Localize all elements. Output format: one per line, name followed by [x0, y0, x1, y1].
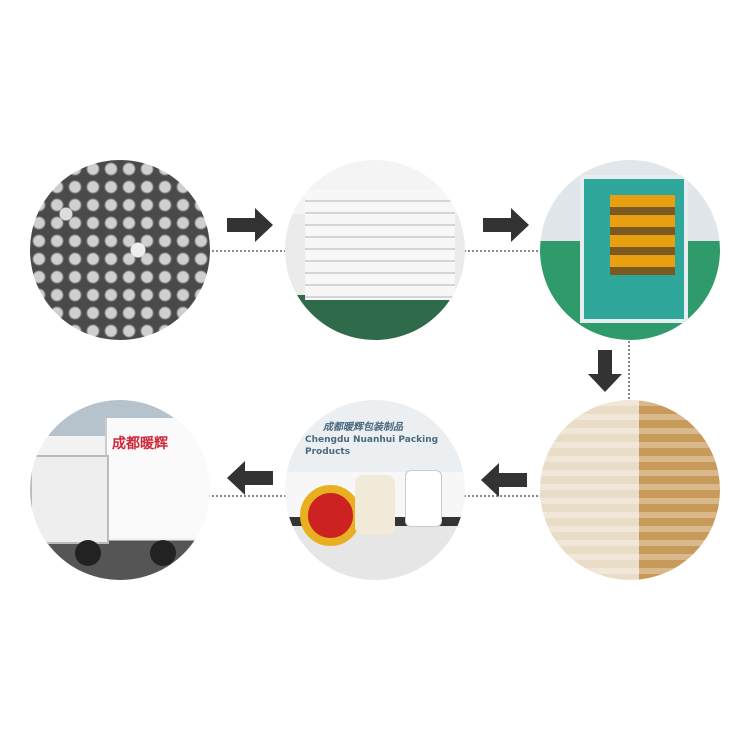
banner-en: Chengdu Nuanhui Packing Products [305, 435, 439, 457]
step-packed-cartons-image [540, 400, 720, 580]
arrow-left-icon [481, 463, 527, 497]
arrow-right-icon [227, 208, 273, 242]
arrow-down-icon [588, 350, 622, 392]
step-raw-pellets-image [30, 160, 210, 340]
arrow-left-icon [227, 461, 273, 495]
step-slitting-machine-image [540, 160, 720, 340]
step-warehouse-image [285, 160, 465, 340]
step-delivery-truck-image: 成都暖辉 [30, 400, 210, 580]
arrow-right-icon [483, 208, 529, 242]
connector-right [628, 250, 630, 495]
step-tape-products-image: 成都暖辉包装制品 Chengdu Nuanhui Packing Products [285, 400, 465, 580]
banner-cn: 成都暖辉包装制品 [323, 422, 403, 433]
truck-text: 成都暖辉 [112, 436, 168, 452]
